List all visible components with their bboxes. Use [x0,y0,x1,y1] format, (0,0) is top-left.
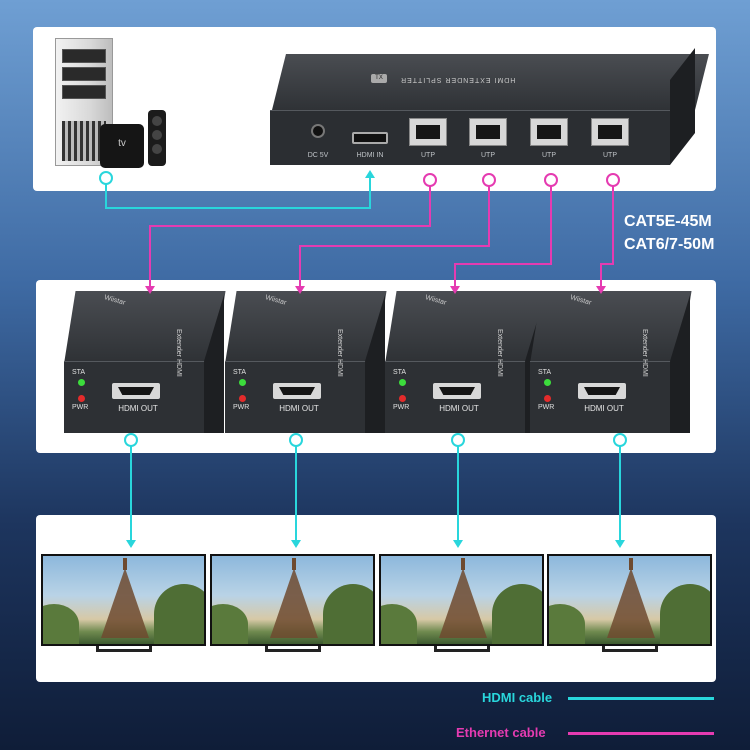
hdmi-node [289,433,303,447]
hdmi-wire-source [105,176,371,209]
arrow-icon [596,286,606,294]
arrow-icon [126,540,136,548]
arrow-icon [365,170,375,178]
hdmi-out-port-icon [433,383,481,399]
utp-port-1-label: UTP [421,152,435,159]
hdmi-in-port-label: HDMI IN [356,152,384,159]
sta-led-icon [239,379,246,386]
pwr-label: PWR [72,404,89,411]
sta-label: STA [72,369,86,376]
desktop-pc-icon [55,38,113,166]
pwr-led-icon [78,395,85,402]
ethernet-wire-1 [149,180,431,288]
monitor-1 [41,554,206,654]
hdmi-out-label: HDMI OUT [584,404,624,413]
cable-spec-line-2: CAT6/7-50M [624,236,715,253]
sta-led-icon [399,379,406,386]
sta-label: STA [233,369,247,376]
hdmi-out-label: HDMI OUT [279,404,319,413]
pwr-label: PWR [538,404,555,411]
utp-port-2-label: UTP [481,152,495,159]
receiver-1: Wiistar Extender HDMI STA PWR HDMI OUT [64,291,226,434]
ethernet-wire-2 [299,180,490,288]
ethernet-wire-4 [600,180,614,288]
arrow-icon [295,286,305,294]
ethernet-wire-3 [454,180,552,288]
monitor-4 [547,554,712,654]
sta-led-icon [544,379,551,386]
dc-port-icon [311,124,325,138]
tv-box-icon: tv [100,124,144,168]
hdmi-out-port-icon [578,383,626,399]
pwr-led-icon [399,395,406,402]
hdmi-node [99,171,113,185]
arrow-icon [291,540,301,548]
hdmi-out-port-icon [273,383,321,399]
pwr-led-icon [239,395,246,402]
tv-box-label: tv [118,138,126,149]
hdmi-in-port-icon [352,132,388,144]
legend-hdmi-line [568,697,714,700]
legend-hdmi-label: HDMI cable [482,690,553,705]
pwr-label: PWR [233,404,250,411]
hdmi-node [124,433,138,447]
utp-port-4-label: UTP [603,152,617,159]
hdmi-node [451,433,465,447]
sta-label: STA [393,369,407,376]
ethernet-node [423,173,437,187]
remote-control-icon [148,110,166,166]
arrow-icon [450,286,460,294]
monitor-2 [210,554,375,654]
monitor-3 [379,554,544,654]
splitter-tx-badge: TX [371,74,387,83]
ethernet-node [482,173,496,187]
ethernet-node [544,173,558,187]
cable-spec-line-1: CAT5E-45M [624,213,712,230]
utp-port-4-icon [591,118,629,146]
ethernet-node [606,173,620,187]
sta-led-icon [78,379,85,386]
arrow-icon [615,540,625,548]
arrow-icon [453,540,463,548]
utp-port-3-icon [530,118,568,146]
pwr-label: PWR [393,404,410,411]
pwr-led-icon [544,395,551,402]
utp-port-1-icon [409,118,447,146]
legend-ethernet-line [568,732,714,735]
legend-ethernet-label: Ethernet cable [456,725,546,740]
receiver-2: Wiistar Extender HDMI STA PWR HDMI OUT [225,291,387,434]
receiver-4: Wiistar Extender HDMI STA PWR HDMI OUT [530,291,692,434]
hdmi-out-port-icon [112,383,160,399]
dc-port-label: DC 5V [307,152,329,159]
hdmi-out-label: HDMI OUT [118,404,158,413]
utp-port-2-icon [469,118,507,146]
hdmi-out-label: HDMI OUT [439,404,479,413]
hdmi-node [613,433,627,447]
utp-port-3-label: UTP [542,152,556,159]
sta-label: STA [538,369,552,376]
arrow-icon [145,286,155,294]
